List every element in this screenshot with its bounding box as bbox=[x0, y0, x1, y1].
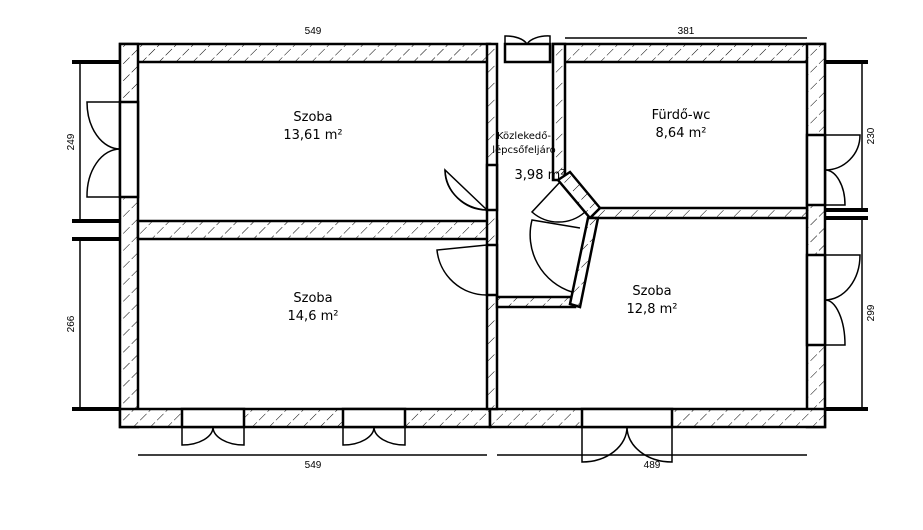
dim-bottom-right: 489 bbox=[644, 460, 661, 471]
dim-left-top: 249 bbox=[66, 133, 77, 150]
dim-right-bottom: 299 bbox=[866, 304, 877, 321]
dim-left-bottom: 266 bbox=[66, 315, 77, 332]
interior-walls bbox=[136, 42, 809, 411]
room-area-bedroom-2: 14,6 m² bbox=[288, 309, 339, 324]
room-area-bedroom-1: 13,61 m² bbox=[283, 128, 342, 143]
dim-top-left: 549 bbox=[305, 26, 322, 37]
door-swings bbox=[86, 35, 861, 463]
room-name-bedroom-2: Szoba bbox=[293, 291, 332, 306]
room-area-bedroom-3: 12,8 m² bbox=[627, 302, 678, 317]
room-name-hallway: Közlekedő- bbox=[497, 130, 551, 142]
dimension-lines bbox=[72, 37, 868, 456]
dim-top-right: 381 bbox=[678, 26, 695, 37]
room-area-hallway: 3,98 m² bbox=[515, 168, 566, 183]
dim-bottom-left: 549 bbox=[305, 460, 322, 471]
room-name-bedroom-1: Szoba bbox=[293, 110, 332, 125]
dim-right-top: 230 bbox=[866, 127, 877, 144]
room-name-hallway-2: lépcsőfeljáró bbox=[492, 144, 555, 156]
room-area-bathroom: 8,64 m² bbox=[656, 126, 707, 141]
room-name-bedroom-3: Szoba bbox=[632, 284, 671, 299]
room-name-bathroom: Fürdő-wc bbox=[652, 108, 711, 123]
windows bbox=[118, 42, 827, 429]
